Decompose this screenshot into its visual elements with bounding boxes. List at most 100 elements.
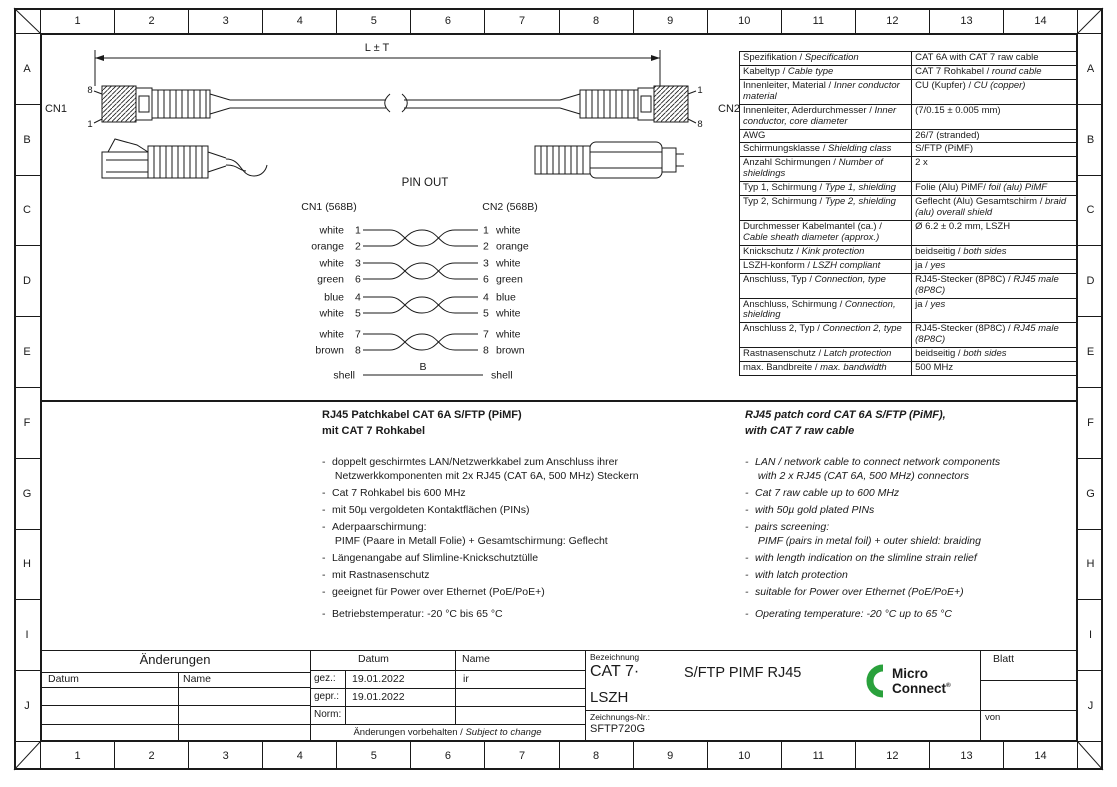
grid-row-label: G — [1078, 459, 1103, 530]
wire-color-left: white — [318, 258, 344, 270]
feature-item: Aderpaarschirmung: PIMF (Paare in Metall… — [322, 520, 724, 548]
feature-item: geeignet für Power over Ethernet (PoE/Po… — [322, 585, 724, 599]
wire-color-left: white — [318, 308, 344, 320]
spec-row: Schirmungsklasse / Shielding class S/FTP… — [738, 142, 1077, 158]
divider-line — [40, 672, 310, 673]
description-en-title: RJ45 patch cord CAT 6A S/FTP (PiMF), wit… — [745, 409, 946, 437]
divider-line — [40, 687, 310, 688]
grid-column-label: 1 — [41, 8, 116, 33]
pin-number-left: 4 — [355, 292, 361, 304]
grid-row-label: C — [14, 176, 40, 247]
feature-item: Betriebstemperatur: -20 °C bis 65 °C — [322, 607, 724, 621]
of-label: von — [985, 712, 1001, 723]
spec-table: Spezifikation / Specification CAT 6A wit… — [738, 51, 1077, 377]
grid-column-label: 12 — [856, 8, 930, 33]
spec-value: 2 x — [911, 156, 1077, 183]
grid-row-label: E — [14, 317, 40, 388]
cn2-pin8-label: 8 — [697, 119, 702, 130]
spec-label: Innenleiter, Material / Inner conductor … — [738, 78, 913, 105]
spec-value: ja / yes — [911, 258, 1077, 274]
wire-color-left: orange — [311, 241, 344, 253]
shell-right-label: shell — [491, 370, 513, 382]
spec-row: AWG 26/7 (stranded) — [738, 128, 1077, 144]
grid-row-label: B — [1078, 105, 1103, 176]
divider-line — [345, 670, 346, 724]
spec-label: Spezifikation / Specification — [738, 51, 913, 66]
pin-number-right: 4 — [483, 292, 489, 304]
grid-column-label: 6 — [411, 742, 486, 770]
description-de: RJ45 Patchkabel CAT 6A S/FTP (PiMF) mit … — [322, 408, 724, 625]
pin-number-left: 3 — [355, 258, 361, 270]
divider-line — [585, 650, 586, 742]
inner-border — [40, 33, 1078, 742]
grid-column-label: 8 — [560, 742, 634, 770]
wire-color-right: green — [496, 274, 523, 286]
dimension-label: L ± T — [365, 42, 390, 54]
spec-value: 500 MHz — [911, 361, 1077, 377]
pin-number-right: 2 — [483, 241, 489, 253]
twisted-pair-2 — [363, 262, 478, 280]
wire-color-right: blue — [496, 292, 516, 304]
spec-row: Typ 1, Schirmung / Type 1, shielding Fol… — [738, 181, 1077, 197]
grid-column-label: 10 — [708, 742, 782, 770]
pin-number-right: 3 — [483, 258, 489, 270]
designation-cat7: CAT 7· — [590, 663, 640, 680]
grid-column-label: 12 — [856, 742, 930, 770]
feature-item: suitable for Power over Ethernet (PoE/Po… — [745, 585, 1075, 599]
norm-label: Norm: — [314, 709, 342, 720]
feature-item: with length indication on the slimline s… — [745, 551, 1075, 565]
twisted-pair-4 — [363, 333, 478, 351]
divider-line — [310, 706, 585, 707]
checked-date: 19.01.2022 — [352, 691, 405, 703]
grid-column-label: 4 — [263, 742, 338, 770]
wire-color-right: white — [495, 225, 521, 237]
pin-number-left: 1 — [355, 225, 361, 237]
grid-column-label: 2 — [115, 742, 190, 770]
pin-number-right: 6 — [483, 274, 489, 286]
grid-column-label: 3 — [189, 742, 264, 770]
spec-row: Rastnasenschutz / Latch protection beids… — [738, 347, 1077, 363]
spec-value: ja / yes — [911, 297, 1077, 324]
drawing-number-label: Zeichnungs-Nr.: — [590, 712, 650, 722]
spec-row: Anschluss 2, Typ / Connection 2, type RJ… — [738, 322, 1077, 349]
description-en: RJ45 patch cord CAT 6A S/FTP (PiMF), wit… — [745, 408, 1075, 625]
designation-lszh: LSZH — [590, 689, 629, 706]
wire-color-right: white — [495, 308, 521, 320]
feature-item: doppelt geschirmtes LAN/Netzwerkkabel zu… — [322, 455, 724, 483]
spec-value: beidseitig / both sides — [911, 347, 1077, 363]
spec-row: max. Bandbreite / max. bandwidth 500 MHz — [738, 361, 1077, 377]
wire-color-right: brown — [496, 345, 525, 357]
feature-item: with 50µ gold plated PINs — [745, 503, 1075, 517]
cn2-plug-body — [637, 87, 655, 121]
spec-label: Innenleiter, Aderdurchmesser / Inner con… — [738, 103, 913, 130]
description-de-title: RJ45 Patchkabel CAT 6A S/FTP (PiMF) mit … — [322, 409, 522, 437]
changes-date-column-header: Datum — [48, 673, 79, 685]
cable-side-view-right — [534, 141, 684, 179]
spec-label: max. Bandbreite / max. bandwidth — [738, 361, 913, 377]
spec-value: Folie (Alu) PiMF/ foil (alu) PiMF — [911, 181, 1077, 197]
description-en-list: LAN / network cable to connect network c… — [745, 455, 1075, 622]
pinout-title: PIN OUT — [402, 177, 449, 189]
feature-item: mit 50µ vergoldeten Kontaktflächen (PINs… — [322, 503, 724, 517]
logo-c-icon — [866, 664, 884, 698]
divider-line — [178, 672, 179, 742]
cn2-plug-contacts — [653, 85, 689, 123]
spec-label: Anschluss 2, Typ / Connection 2, type — [738, 322, 913, 349]
grid-row-label: A — [1078, 34, 1103, 105]
spec-value: CU (Kupfer) / CU (copper) — [911, 78, 1077, 105]
spec-value: Ø 6.2 ± 0.2 mm, LSZH — [911, 219, 1077, 246]
pin-number-left: 8 — [355, 345, 361, 357]
divider-line — [455, 650, 456, 724]
feature-item: Operating temperature: -20 °C up to 65 °… — [745, 607, 1075, 621]
cn1-pin1-label: 1 — [87, 119, 92, 130]
spec-row: Innenleiter, Material / Inner conductor … — [738, 78, 1077, 105]
pin-number-right: 1 — [483, 225, 489, 237]
spec-value: S/FTP (PiMF) — [911, 142, 1077, 158]
spec-value: 26/7 (stranded) — [911, 128, 1077, 144]
wire-color-right: white — [495, 258, 521, 270]
drawn-label: gez.: — [314, 673, 336, 684]
wire-color-right: white — [495, 329, 521, 341]
